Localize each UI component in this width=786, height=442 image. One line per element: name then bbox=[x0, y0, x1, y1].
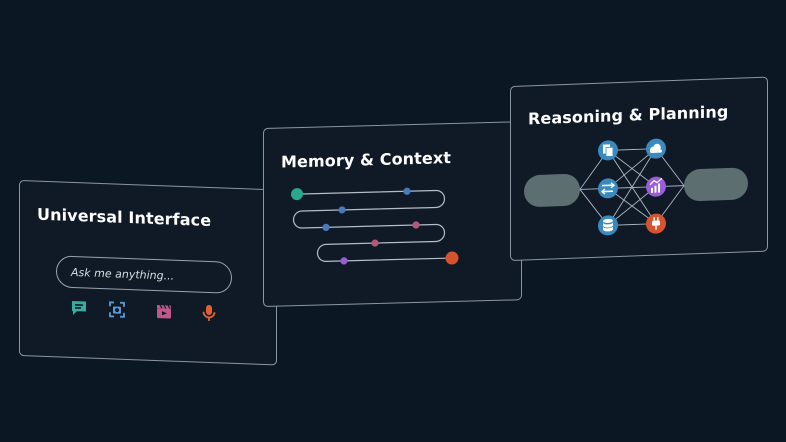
timeline-start-node[interactable] bbox=[291, 188, 303, 201]
analytics-icon[interactable] bbox=[646, 176, 666, 197]
reasoning-planning-card: Reasoning & Planning bbox=[510, 76, 768, 261]
memory-node[interactable] bbox=[371, 239, 379, 247]
reasoning-network bbox=[524, 138, 748, 236]
camera-scan-icon[interactable] bbox=[108, 300, 126, 319]
input-capsule bbox=[524, 174, 580, 207]
memory-node[interactable] bbox=[412, 221, 420, 229]
timeline-path bbox=[292, 189, 452, 262]
universal-interface-card: Universal Interface Ask me anything... bbox=[19, 180, 277, 366]
input-modality-icons bbox=[70, 299, 220, 325]
plug-icon[interactable] bbox=[646, 213, 666, 234]
timeline-end-node[interactable] bbox=[445, 251, 459, 265]
database-icon[interactable] bbox=[598, 215, 618, 236]
network-edges bbox=[579, 148, 685, 226]
output-capsule bbox=[684, 167, 748, 202]
memory-node[interactable] bbox=[340, 257, 348, 265]
transfer-icon[interactable] bbox=[598, 178, 618, 199]
chat-icon[interactable] bbox=[70, 299, 88, 318]
memory-timeline bbox=[291, 187, 459, 265]
video-clapper-icon[interactable] bbox=[155, 302, 173, 321]
microphone-icon[interactable] bbox=[200, 304, 218, 323]
cloud-icon[interactable] bbox=[646, 138, 666, 159]
documents-icon[interactable] bbox=[598, 140, 618, 161]
ask-input[interactable]: Ask me anything... bbox=[56, 255, 232, 294]
memory-context-card: Memory & Context bbox=[263, 121, 522, 307]
memory-node[interactable] bbox=[322, 223, 330, 231]
universal-interface-title: Universal Interface bbox=[37, 204, 212, 231]
memory-node[interactable] bbox=[338, 206, 346, 214]
memory-node[interactable] bbox=[403, 187, 411, 195]
